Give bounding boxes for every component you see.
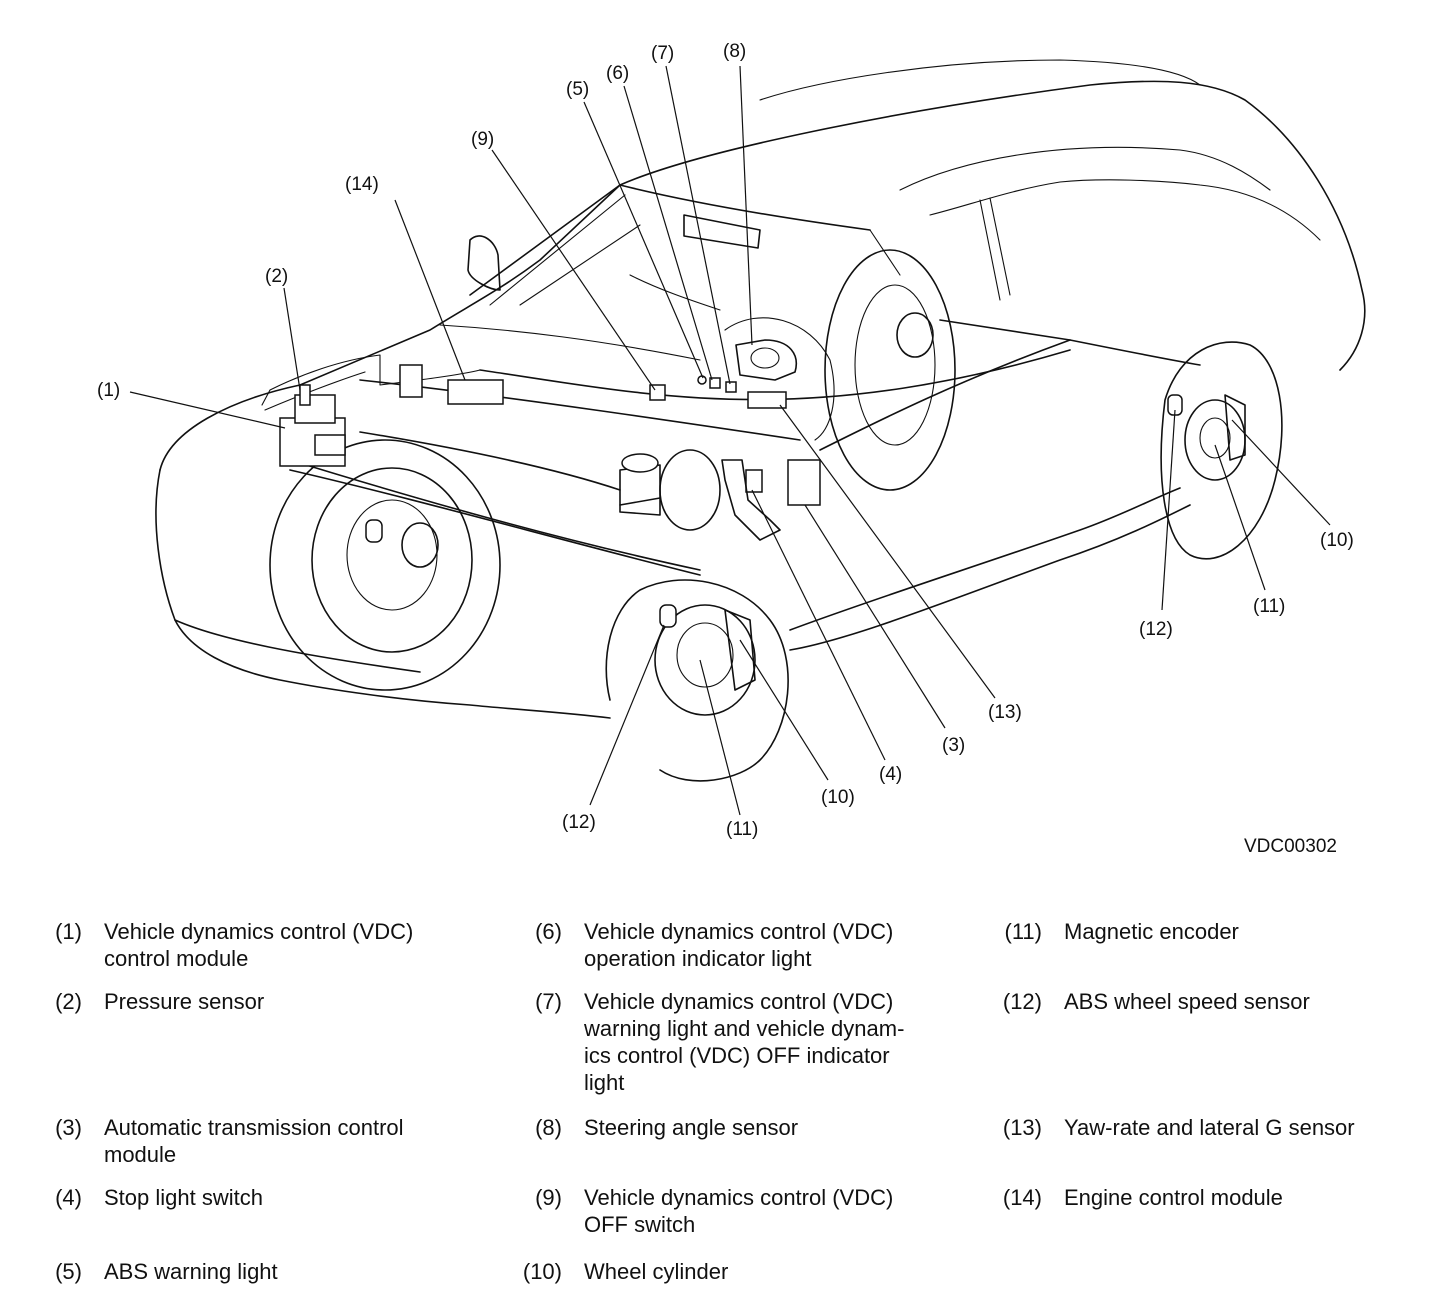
- figure-id: VDC00302: [1244, 836, 1337, 857]
- callout-6: (6): [606, 63, 629, 84]
- legend-text: Vehicle dynamics control (VDC) operation…: [584, 919, 894, 971]
- front-left-wheel: [269, 439, 501, 691]
- legend-number: (1): [55, 919, 82, 944]
- legend-number: (11): [1004, 919, 1043, 944]
- legend-number: (10): [522, 1259, 562, 1284]
- callout-4: (4): [879, 764, 902, 785]
- callout-14: (14): [345, 174, 379, 195]
- callout-11-rear: (11): [1253, 596, 1285, 617]
- legend-text: Vehicle dynamics control (VDC) OFF switc…: [584, 1185, 894, 1237]
- vdc-component-diagram: (1) (2) (3) (4) (5) (6) (7) (8) (9) (10)…: [97, 41, 1366, 857]
- brake-lines: [261, 349, 1071, 571]
- legend-text: Vehicle dynamics control (VDC) warning l…: [584, 989, 905, 1095]
- callout-13: (13): [988, 702, 1022, 723]
- legend-text: Vehicle dynamics control (VDC) control m…: [104, 919, 414, 971]
- callout-7: (7): [651, 43, 674, 64]
- callout-12-front: (12): [562, 812, 596, 833]
- legend-number: (7): [535, 989, 562, 1014]
- legend-number: (5): [55, 1259, 82, 1284]
- legend-text: Automatic transmission control module: [104, 1115, 404, 1167]
- components: [279, 339, 821, 541]
- legend-number: (14): [1002, 1185, 1042, 1210]
- callout-1: (1): [97, 380, 120, 401]
- legend-text: Engine control module: [1064, 1185, 1283, 1210]
- legend-number: (8): [535, 1115, 562, 1140]
- callout-2: (2): [265, 266, 288, 287]
- component-legend: (1) Vehicle dynamics control (VDC) contr…: [0, 918, 1440, 1310]
- callout-10-front: (10): [821, 787, 855, 808]
- callout-10-rear: (10): [1320, 530, 1354, 551]
- callout-11-front: (11): [726, 819, 758, 840]
- legend-text: Magnetic encoder: [1064, 919, 1239, 944]
- legend-text: Pressure sensor: [104, 989, 265, 1014]
- legend-text: ABS wheel speed sensor: [1064, 989, 1310, 1014]
- callout-9: (9): [471, 129, 494, 150]
- callout-8: (8): [723, 41, 746, 62]
- front-right-wheel: [605, 579, 789, 782]
- legend-number: (13): [1002, 1115, 1042, 1140]
- callout-labels: (1) (2) (3) (4) (5) (6) (7) (8) (9) (10)…: [97, 41, 1354, 857]
- legend-text: Yaw-rate and lateral G sensor: [1064, 1115, 1355, 1140]
- car-body: [155, 59, 1366, 719]
- rear-right-wheel: [1160, 341, 1283, 560]
- legend-text: ABS warning light: [104, 1259, 278, 1284]
- legend-number: (2): [55, 989, 82, 1014]
- callout-3: (3): [942, 735, 965, 756]
- legend-number: (3): [55, 1115, 82, 1140]
- leader-lines: [129, 65, 1331, 816]
- callout-5: (5): [566, 79, 589, 100]
- car-illustration: (1) (2) (3) (4) (5) (6) (7) (8) (9) (10)…: [97, 41, 1366, 857]
- legend-number: (9): [535, 1185, 562, 1210]
- legend-text: Wheel cylinder: [584, 1259, 729, 1284]
- legend-text: Stop light switch: [104, 1185, 263, 1210]
- legend-number: (12): [1002, 989, 1042, 1014]
- callout-12-rear: (12): [1139, 619, 1173, 640]
- rear-left-wheel: [724, 249, 956, 491]
- legend-number: (6): [535, 919, 562, 944]
- legend-number: (4): [55, 1185, 82, 1210]
- legend-text: Steering angle sensor: [584, 1115, 799, 1140]
